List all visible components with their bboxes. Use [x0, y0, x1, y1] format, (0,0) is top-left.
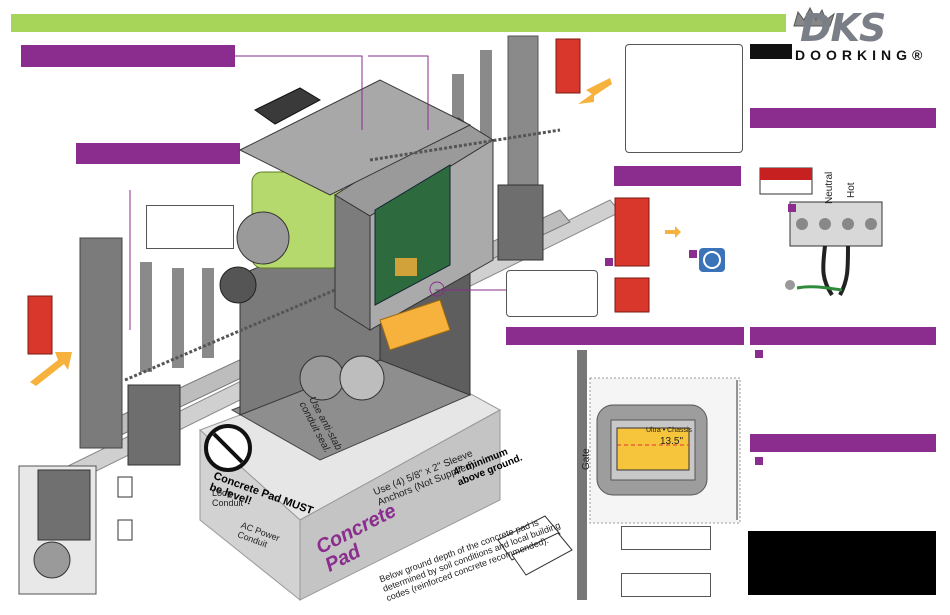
brand-logo: DKS — [800, 6, 886, 50]
label-neutral: Neutral — [824, 171, 835, 204]
section-header-dip — [614, 166, 741, 186]
logo-black-tab — [750, 44, 792, 59]
note-box-1 — [146, 205, 234, 249]
section-header-2 — [76, 143, 240, 164]
label-hot: Hot — [846, 182, 857, 198]
pad-top-view — [577, 350, 741, 600]
gate-label: Gate — [581, 448, 592, 470]
dip-switch-diagram — [605, 197, 725, 313]
section-header-power — [750, 108, 936, 128]
note-box-4 — [621, 526, 711, 550]
section-header-1 — [21, 45, 235, 67]
section-header-right-1 — [750, 327, 936, 345]
bullet — [755, 350, 763, 358]
note-box-2 — [625, 44, 743, 153]
crown-icon — [793, 6, 835, 27]
info-black-box — [748, 531, 936, 595]
dimension-label: 13.5" — [660, 436, 684, 447]
wiring-diagram — [759, 167, 883, 297]
pad-plate-label: Ultra • Chassis — [646, 427, 693, 434]
brand-subtext: DOORKING® — [795, 47, 928, 63]
note-box-5 — [621, 573, 711, 597]
loop-conduit-label: Loop Conduit — [212, 488, 244, 508]
bullet — [755, 457, 763, 465]
note-box-3 — [506, 270, 598, 317]
section-header-pad — [506, 327, 744, 345]
top-banner — [11, 14, 786, 32]
section-header-right-2 — [750, 434, 936, 452]
